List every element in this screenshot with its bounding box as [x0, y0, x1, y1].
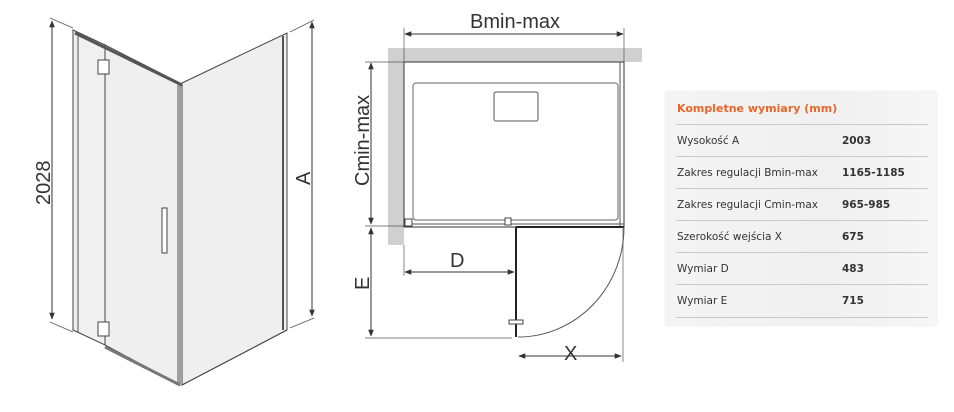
table-row: Zakres regulacji Bmin-max 1165-1185	[676, 156, 928, 189]
row-value: 2003	[842, 135, 872, 147]
table-row: Wysokość A 2003	[676, 124, 928, 157]
row-value: 483	[842, 263, 864, 275]
row-label: Zakres regulacji Bmin-max	[677, 167, 818, 179]
door-panel	[104, 44, 181, 386]
b-label: Bmin-max	[470, 11, 560, 33]
row-value: 965-985	[842, 199, 891, 211]
x-label: X	[564, 343, 577, 365]
hinge-bottom	[97, 321, 110, 337]
table-row: Zakres regulacji Cmin-max 965-985	[676, 188, 928, 221]
door-handle	[161, 207, 168, 254]
row-label: Wymiar E	[677, 295, 728, 307]
table-row: Szerokość wejścia X 675	[676, 220, 928, 253]
row-value: 675	[842, 231, 864, 243]
row-label: Wysokość A	[677, 135, 740, 147]
table-divider	[676, 317, 928, 318]
door-swing-arc	[517, 226, 625, 338]
wall-left	[388, 48, 404, 245]
table-title: Kompletne wymiary (mm)	[677, 102, 838, 115]
plan-view: Bmin-max Cmin-max E D X	[352, 11, 642, 365]
drain	[493, 91, 539, 122]
row-label: Zakres regulacji Cmin-max	[677, 199, 819, 211]
row-value: 715	[842, 295, 864, 307]
height-label: 2028	[33, 161, 55, 206]
hinge-top	[97, 59, 110, 75]
a-label: A	[293, 171, 315, 185]
shower-3d-view: 2028 A	[33, 17, 315, 387]
side-panel	[181, 32, 288, 386]
dimensions-table: Kompletne wymiary (mm) Wysokość A 2003 Z…	[666, 92, 936, 325]
enclosure-outline	[403, 61, 625, 228]
d-label: D	[450, 250, 464, 272]
table-row: Wymiar D 483	[676, 252, 928, 285]
row-label: Szerokość wejścia X	[677, 231, 782, 243]
table-row: Wymiar E 715	[676, 284, 928, 317]
row-value: 1165-1185	[842, 167, 905, 179]
wall-top	[388, 48, 642, 62]
e-label: E	[352, 277, 374, 290]
c-label: Cmin-max	[352, 95, 374, 186]
shower-tray	[412, 82, 619, 221]
row-label: Wymiar D	[677, 263, 729, 275]
